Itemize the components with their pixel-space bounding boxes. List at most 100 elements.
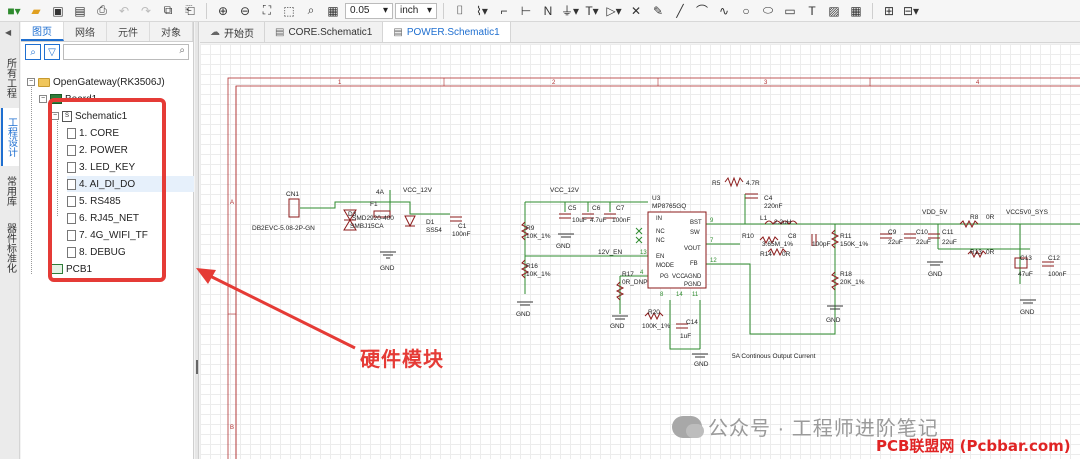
search-field[interactable]: ⌕ (63, 44, 189, 60)
tab-power-schematic[interactable]: ▤POWER.Schematic1 (383, 22, 511, 42)
image-icon[interactable]: ▨ (828, 3, 840, 18)
probe-icon[interactable]: ✎ (652, 3, 664, 18)
open-folder-icon[interactable]: ▰ (31, 3, 41, 18)
page-icon (67, 127, 76, 139)
wire-icon[interactable]: ⌇▾ (476, 3, 488, 18)
tab-nets[interactable]: 网络 (64, 22, 107, 41)
pin-number: 8 (660, 292, 664, 298)
grid-size-select[interactable]: 0.05 ▾ (345, 2, 393, 19)
bezier-icon[interactable]: ∿ (718, 3, 730, 18)
table-icon[interactable]: ▦ (850, 3, 862, 18)
border-number: 3 (764, 80, 768, 86)
tab-pages[interactable]: 图页 (21, 22, 64, 41)
net-vcc5v0-sys: VCC5V0_SYS (1006, 209, 1049, 216)
pin-label: VOUT (684, 246, 701, 252)
schematic-canvas[interactable]: 1 2 3 4 A B (200, 44, 1080, 459)
tab-core-schematic[interactable]: ▤CORE.Schematic1 (265, 22, 384, 42)
value-c1: 100nF (452, 231, 470, 238)
power-icon[interactable]: ⏚▾ (560, 4, 580, 18)
tab-components[interactable]: 元件 (107, 22, 150, 41)
search-input[interactable] (64, 45, 188, 59)
tree-item-page[interactable]: 6. RJ45_NET (67, 210, 139, 226)
save-as-icon[interactable]: ▤ (74, 3, 86, 18)
net-label-icon[interactable]: ⌐ (500, 3, 508, 18)
grid-size-value: 0.05 (350, 5, 370, 16)
ref-d1: D1 (426, 219, 435, 226)
align-icon[interactable]: ⊞ (883, 3, 895, 18)
collapse-icon[interactable]: − (27, 78, 35, 86)
grid-icon[interactable]: ▦ (327, 3, 339, 18)
tree-item-page[interactable]: 5. RS485 (67, 193, 121, 209)
rail-tab-device-standard[interactable]: 器件标准化 (4, 223, 16, 273)
collapse-icon[interactable]: − (39, 95, 47, 103)
paste-icon[interactable]: ⎗ (185, 3, 195, 17)
arc-icon[interactable]: ⌒ (695, 4, 708, 18)
zoom-out-icon[interactable]: ⊖ (239, 3, 251, 18)
save-icon[interactable]: ▣ (52, 3, 64, 18)
zoom-select-icon[interactable]: ⌕ (307, 3, 315, 17)
net-gnd: GND (516, 311, 531, 318)
tree-item-project[interactable]: − OpenGateway(RK3506J) (27, 74, 165, 90)
circle-icon[interactable]: ○ (742, 3, 750, 18)
splitter-handle[interactable] (196, 360, 198, 374)
locate-icon[interactable]: ⌕ (25, 44, 41, 60)
tree-item-page[interactable]: 3. LED_KEY (67, 159, 135, 175)
fit-view-icon[interactable]: ⛶ (262, 3, 272, 17)
value-r14: 0R (782, 251, 791, 258)
ref-r14: R14 (760, 251, 772, 258)
value-r11: 150K_1% (840, 241, 868, 248)
text-icon[interactable]: T (808, 3, 816, 18)
zoom-area-icon[interactable]: ⬚ (283, 3, 295, 18)
line-icon[interactable]: ╱ (676, 3, 684, 18)
page-icon (67, 161, 76, 173)
unit-select[interactable]: inch▾ (395, 2, 437, 19)
rail-tab-all-projects[interactable]: 所有工程 (4, 58, 16, 98)
u3-pins: IN NC NC EN MODE PG VCC AGND PGND BST SW… (656, 216, 702, 288)
page-icon (67, 144, 76, 156)
netflag-icon[interactable]: N (543, 3, 553, 18)
value-c8: 100pF (812, 241, 830, 248)
border-number: 4 (976, 80, 980, 86)
value-r5: 4.7R (746, 180, 760, 187)
pin-label: FB (690, 261, 698, 267)
rail-tab-common-library[interactable]: 常用库 (4, 176, 16, 206)
tree-item-page[interactable]: 7. 4G_WIFI_TF (67, 227, 148, 243)
port-icon[interactable]: ▷▾ (606, 3, 622, 18)
app-menu-icon[interactable]: ■▾ (7, 3, 21, 18)
pin-label: VCC (672, 274, 685, 280)
copy-icon[interactable]: ⧉ (163, 3, 173, 17)
toolbar-divider (443, 2, 444, 19)
panel-splitter[interactable] (195, 22, 199, 459)
chevron-down-icon: ▾ (382, 5, 388, 16)
component-icon[interactable]: ⌷ (456, 3, 464, 17)
value-d1: SS54 (426, 227, 442, 234)
tree-item-page[interactable]: 8. DEBUG (67, 244, 126, 260)
ellipse-icon[interactable]: ⬭ (762, 3, 774, 17)
distribute-icon[interactable]: ⊟▾ (902, 3, 920, 18)
tree-item-page[interactable]: 2. POWER (67, 142, 128, 158)
no-connect-icon[interactable]: ✕ (630, 3, 642, 18)
value-c7b: 100nF (612, 217, 630, 224)
pin-label: NC (656, 238, 665, 244)
rectangle-icon[interactable]: ▭ (784, 3, 796, 18)
pcb-name: PCB1 (66, 263, 93, 275)
tab-start-page[interactable]: ☁开始页 (200, 22, 265, 42)
tab-objects[interactable]: 对象 (150, 22, 193, 41)
search-row: ⌕ ▽ ⌕ (21, 42, 193, 62)
value-cn1: DB2EVC-5.08-2P-GN (252, 225, 315, 232)
border-ticks (228, 78, 871, 315)
tab-label: CORE.Schematic1 (288, 26, 373, 38)
print-icon[interactable]: ⎙ (97, 3, 107, 17)
vcc-icon[interactable]: T▾ (585, 3, 599, 18)
bus-icon[interactable]: ⊢ (520, 3, 532, 18)
collapse-arrow-icon[interactable]: ◀ (5, 28, 12, 37)
net-gnd: GND (556, 243, 571, 250)
zoom-in-icon[interactable]: ⊕ (217, 3, 229, 18)
filter-icon[interactable]: ▽ (44, 44, 60, 60)
rail-tab-project-design[interactable]: 工程设计 (1, 108, 19, 166)
redo-icon[interactable]: ↷ (140, 3, 152, 18)
undo-icon[interactable]: ↶ (118, 3, 130, 18)
tree-item-page[interactable]: 1. CORE (67, 125, 119, 141)
pin-number: 14 (676, 292, 683, 298)
